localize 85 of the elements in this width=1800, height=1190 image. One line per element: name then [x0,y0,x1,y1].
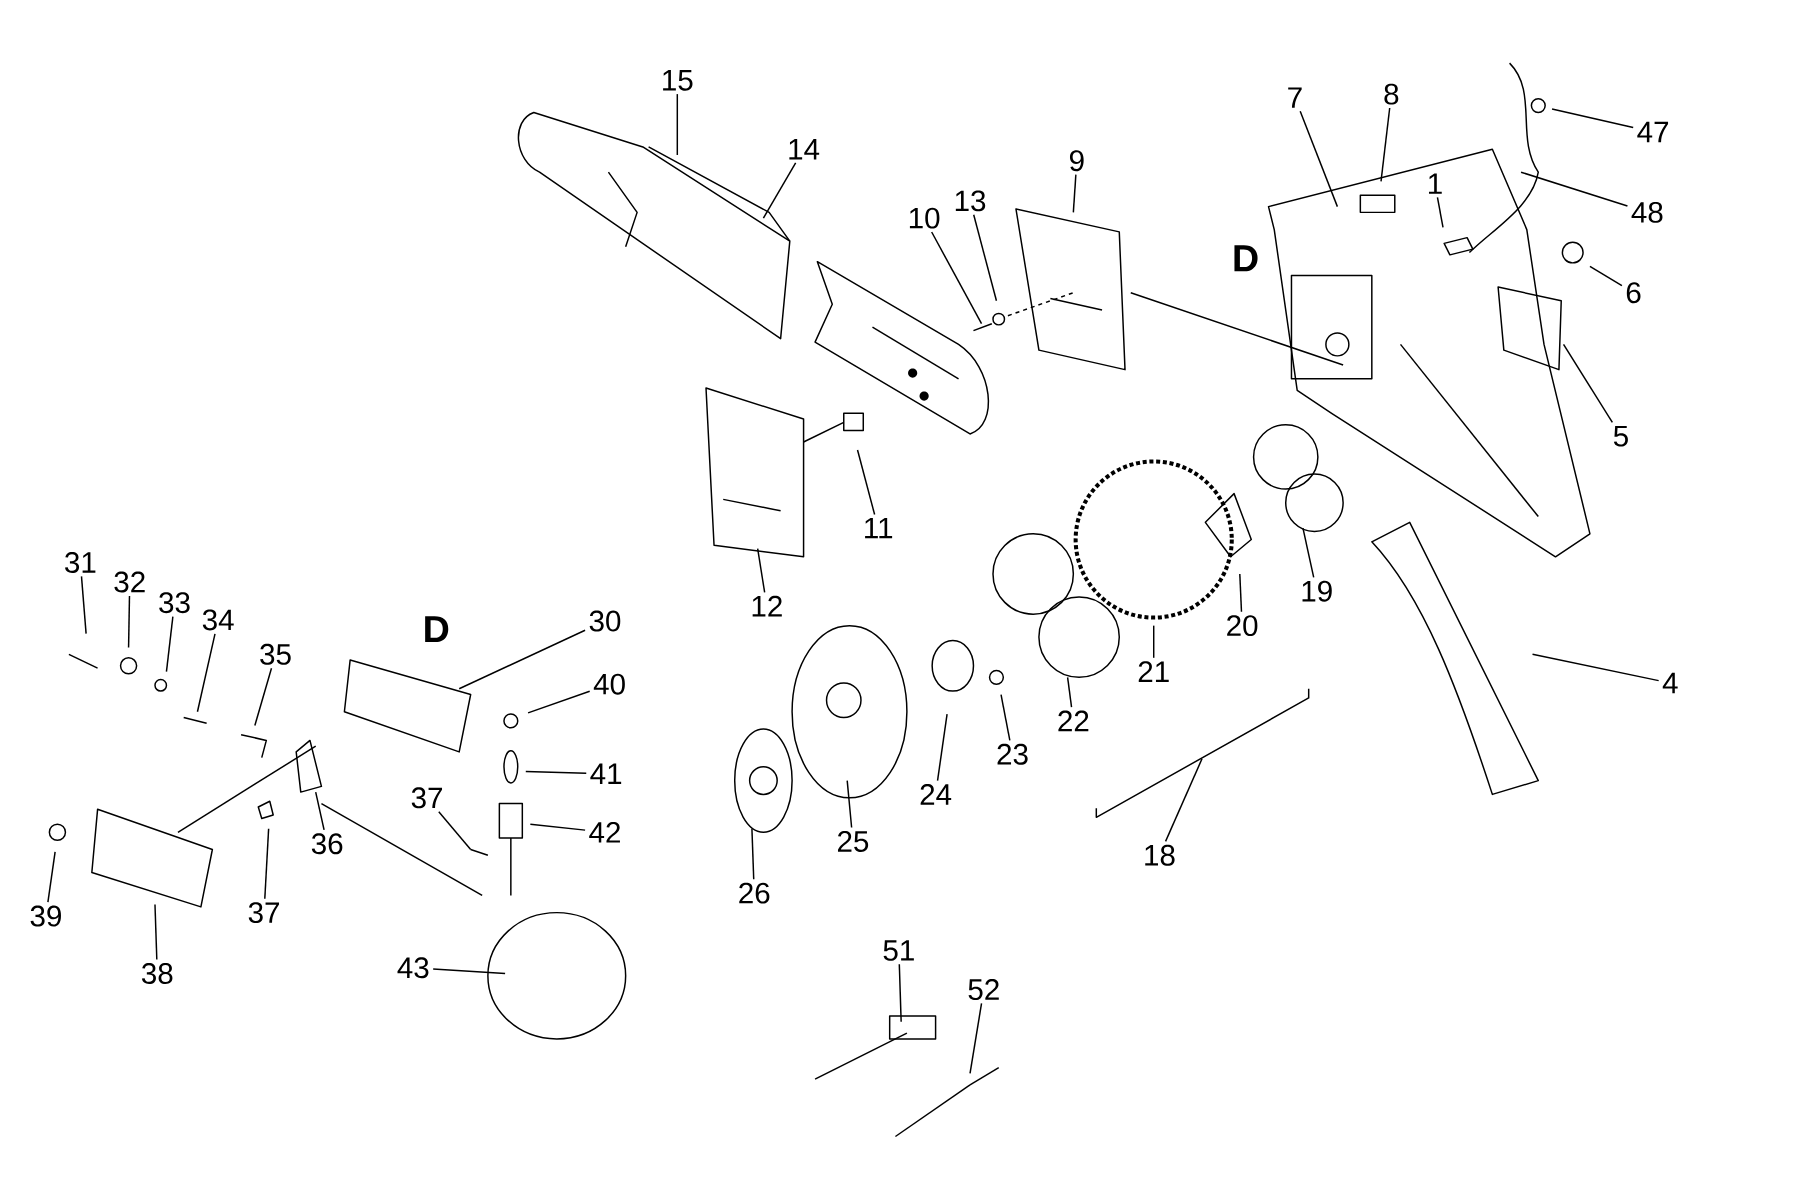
callout-number: 15 [663,69,693,91]
callout-number: 30 [589,610,621,632]
callout-number: 22 [1058,710,1089,732]
callout-number: 26 [739,882,770,904]
leader-line [432,968,506,974]
callout-number: 40 [593,673,625,695]
callout-number: 13 [955,190,986,212]
leader-line [1562,343,1614,423]
bracket [1095,687,1310,818]
reference-letter: D [1234,245,1258,272]
callout-number: 8 [1384,83,1399,105]
leader-line [458,629,586,690]
callout-number: 18 [1145,844,1175,866]
leader-line [936,713,948,782]
leader-line [127,595,131,648]
callout-number: 24 [920,783,952,805]
callout-number: 37 [411,787,442,809]
callout-number: 11 [865,517,893,539]
leader-line [1299,110,1339,208]
leader-line [47,850,56,903]
callout-number: 32 [114,571,145,593]
leader-line [1302,527,1315,578]
callout-number: 36 [311,833,343,855]
leader-line [1589,265,1623,287]
leader-line [1520,171,1629,207]
leader-line [314,791,325,831]
leader-line [751,827,755,880]
callout-number: 12 [752,595,782,617]
callout-number: 38 [141,962,173,984]
callout-number: 52 [968,978,999,1000]
leader-line [438,810,472,851]
leader-line [525,770,587,774]
leader-line [527,690,591,714]
callout-number: 31 [65,551,96,573]
leader-line [930,231,983,325]
leader-line [1436,196,1444,228]
callout-number: 4 [1662,672,1678,693]
callout-number: 39 [30,905,61,927]
leader-line [762,161,797,219]
callout-number: 42 [589,821,620,843]
callout-number: 20 [1227,614,1258,636]
callout-number: 14 [789,138,820,160]
callout-number: 47 [1637,121,1669,142]
reference-letter: D [425,615,449,642]
leader-line [1066,676,1073,708]
leader-line [196,632,216,713]
callout-number: 10 [909,207,940,229]
callout-number: 6 [1626,282,1641,303]
callout-number: 25 [838,830,869,852]
callout-number: 33 [159,592,190,613]
callout-number: 48 [1631,201,1663,223]
leader-line [254,667,273,727]
leader-line [972,213,998,302]
callout-number: 1 [1429,173,1442,194]
leader-line [856,449,876,515]
leader-line [676,93,679,156]
callout-number: 23 [997,743,1028,765]
leader-line [1164,757,1203,842]
leader-line [1072,173,1077,213]
leader-line [154,903,158,961]
leader-line [846,779,853,829]
leader-line [529,823,586,831]
callout-number: 51 [883,940,914,961]
leader-line [1000,693,1011,741]
callout-number: 5 [1613,425,1628,447]
callout-number: 9 [1069,150,1084,171]
callout-number: 41 [590,763,622,784]
callout-number: 43 [397,957,429,978]
leader-line [1239,573,1243,613]
leader-line [1551,108,1634,129]
callout-number: 35 [260,643,291,665]
leader-line [898,963,902,1023]
callout-number: 34 [202,609,234,631]
leader-line [969,1002,983,1074]
leader-line [1152,624,1155,659]
leader-line [1531,653,1660,682]
leader-line [1380,107,1391,182]
callout-number: 7 [1288,87,1302,108]
leader-line [264,827,270,900]
leader-line [80,575,87,635]
leader-line [756,547,766,593]
leader-line [165,615,174,673]
callout-number: 37 [248,901,279,923]
callout-number: 19 [1302,580,1332,602]
callout-number: 21 [1138,661,1169,682]
